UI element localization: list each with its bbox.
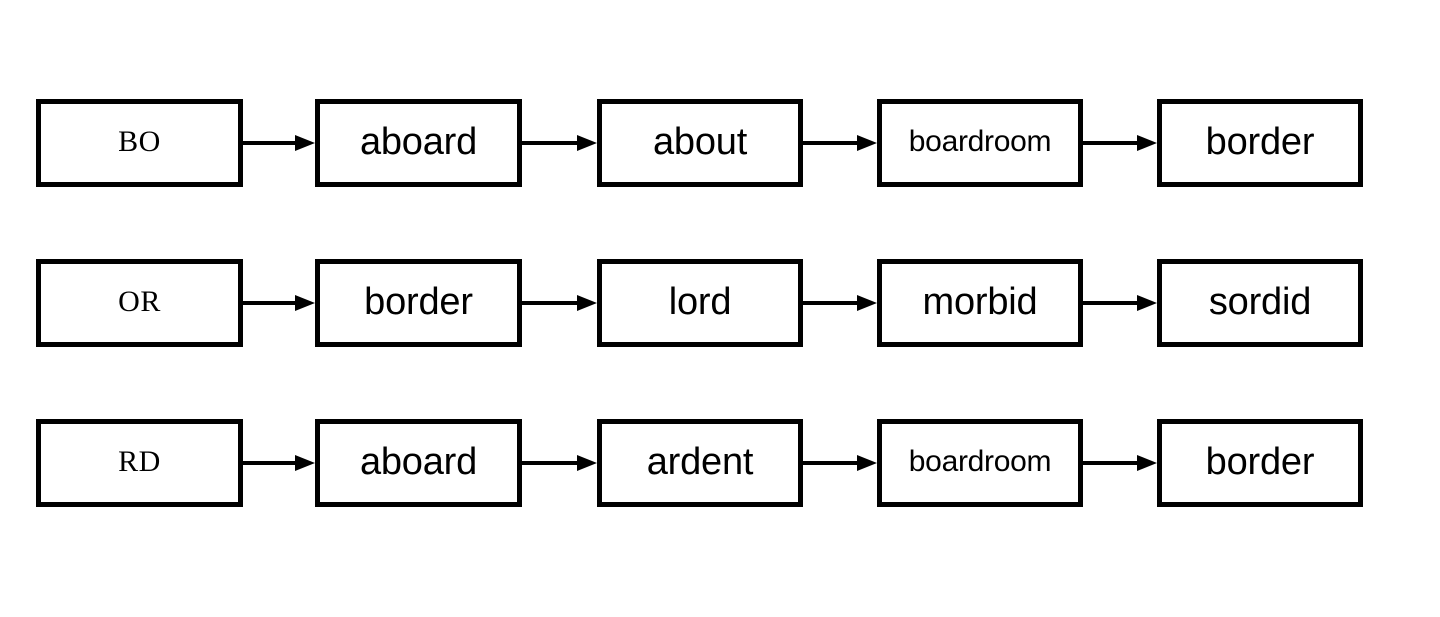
word-node[interactable]: border [315,259,522,347]
word-node[interactable]: ardent [597,419,803,507]
arrow-right-icon [1083,452,1157,474]
word-node[interactable]: border [1157,419,1363,507]
node-label: RD [118,445,161,478]
node-label: border [364,280,473,323]
node-label: about [652,120,748,163]
node-label: OR [118,285,161,318]
arrow-right-icon [803,132,877,154]
node-label: morbid [922,280,1038,323]
arrow-right-icon [243,452,315,474]
arrow-right-icon [1083,292,1157,314]
chain-row-or: OR border lord morbid [0,259,1440,347]
node-label: boardroom [908,444,1052,478]
word-node[interactable]: border [1157,99,1363,187]
arrow-right-icon [803,452,877,474]
chain-row-bo: BO aboard about boardroom [0,99,1440,187]
node-label: border [1205,120,1315,163]
arrow-right-icon [803,292,877,314]
word-node[interactable]: aboard [315,419,522,507]
seed-node-or[interactable]: OR [36,259,243,347]
word-node[interactable]: morbid [877,259,1083,347]
node-label: lord [668,280,732,323]
node-label: border [1205,440,1315,483]
word-node[interactable]: sordid [1157,259,1363,347]
node-label: ardent [646,440,754,483]
seed-node-rd[interactable]: RD [36,419,243,507]
chain-row-rd: RD aboard ardent boardroom [0,419,1440,507]
word-node[interactable]: lord [597,259,803,347]
arrow-right-icon [522,452,597,474]
arrow-right-icon [522,132,597,154]
word-node[interactable]: about [597,99,803,187]
node-label: aboard [359,440,478,483]
word-node[interactable]: boardroom [877,99,1083,187]
word-node[interactable]: boardroom [877,419,1083,507]
node-label: sordid [1208,280,1312,323]
arrow-right-icon [243,132,315,154]
word-node[interactable]: aboard [315,99,522,187]
arrow-right-icon [243,292,315,314]
arrow-right-icon [522,292,597,314]
node-label: boardroom [908,124,1052,158]
arrow-right-icon [1083,132,1157,154]
node-label: BO [118,125,161,158]
node-label: aboard [359,120,478,163]
seed-node-bo[interactable]: BO [36,99,243,187]
